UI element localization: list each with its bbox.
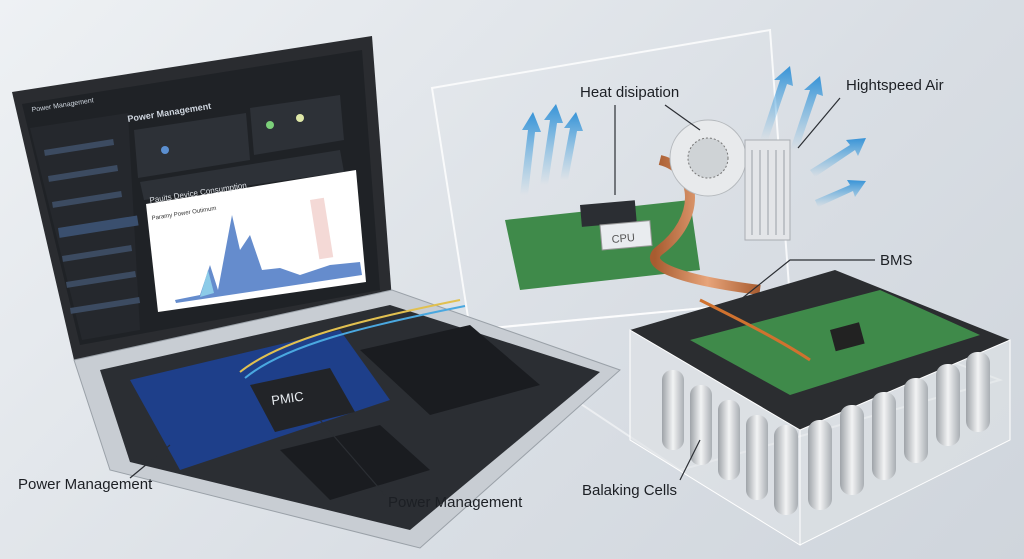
battery-pack — [629, 270, 1011, 546]
arrow-up-icon — [560, 112, 583, 180]
flex-cable — [239, 299, 461, 373]
arrow-up-icon — [790, 76, 823, 150]
fan-icon — [687, 137, 729, 179]
flex-cable — [244, 305, 466, 379]
wire-harness — [699, 298, 811, 362]
bms-chip — [829, 322, 865, 352]
pmic-chip — [250, 368, 355, 432]
gpu-chip — [580, 200, 637, 227]
cpu-chip — [599, 220, 653, 251]
arrow-up-icon — [540, 104, 563, 185]
airflow-arrows — [520, 66, 866, 207]
label-heat-dissipation: Heat disipation — [580, 84, 679, 101]
label-balancing-cells: Balaking Cells — [582, 482, 677, 499]
label-bms: BMS — [880, 252, 913, 269]
callout-lines — [129, 97, 875, 496]
arrow-up-icon — [760, 66, 793, 140]
cpu-chip-label: CPU — [611, 232, 635, 246]
label-power-management-left: Power Management — [18, 476, 153, 493]
battery-cell-block — [280, 425, 430, 500]
dashboard-cards — [134, 95, 344, 200]
cooling-assembly: CPU — [505, 119, 791, 295]
laptop-base: PMIC — [73, 289, 621, 549]
arrow-right-icon — [815, 180, 866, 207]
label-power-management-right: Power Management — [388, 494, 523, 511]
battery-cells — [662, 352, 990, 515]
arrow-up-icon — [520, 112, 541, 195]
label-highspeed-air: Hightspeed Air — [846, 77, 944, 94]
arrow-right-icon — [810, 138, 866, 177]
laptop-screen: Power Management Power Management Pauits… — [12, 36, 392, 360]
consumption-chart-panel: Pauits Device Consumption Paramy Power O… — [146, 170, 366, 312]
sidebar-item-selected — [57, 215, 139, 238]
battery-cell-block — [360, 325, 540, 415]
sidebar — [30, 113, 141, 340]
pmic-chip-label: PMIC — [270, 389, 304, 408]
